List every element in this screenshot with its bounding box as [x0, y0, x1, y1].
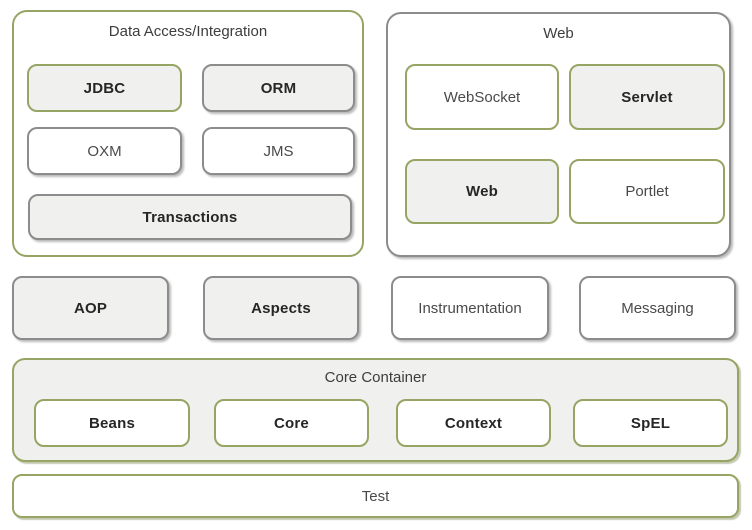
box-orm: ORM	[202, 64, 355, 112]
box-jdbc: JDBC	[27, 64, 182, 112]
box-portlet: Portlet	[569, 159, 725, 224]
section-title-core-container: Core Container	[324, 369, 427, 386]
box-websocket: WebSocket	[405, 64, 559, 130]
box-aop: AOP	[12, 276, 169, 340]
box-oxm: OXM	[27, 127, 182, 175]
section-title-data-access: Data Access/Integration	[108, 23, 268, 40]
section-core-container: Core Container Beans Core Context SpEL	[12, 358, 739, 462]
box-spel: SpEL	[573, 399, 728, 447]
box-core: Core	[214, 399, 369, 447]
section-data-access: Data Access/Integration JDBC ORM OXM JMS…	[12, 10, 364, 257]
box-messaging: Messaging	[579, 276, 736, 340]
box-instrumentation: Instrumentation	[391, 276, 549, 340]
section-title-web: Web	[543, 25, 574, 42]
box-transactions: Transactions	[28, 194, 352, 240]
box-servlet: Servlet	[569, 64, 725, 130]
box-context: Context	[396, 399, 551, 447]
box-beans: Beans	[34, 399, 190, 447]
box-web: Web	[405, 159, 559, 224]
box-test: Test	[12, 474, 739, 518]
box-aspects: Aspects	[203, 276, 359, 340]
box-jms: JMS	[202, 127, 355, 175]
section-web: Web WebSocket Servlet Web Portlet	[386, 12, 731, 257]
